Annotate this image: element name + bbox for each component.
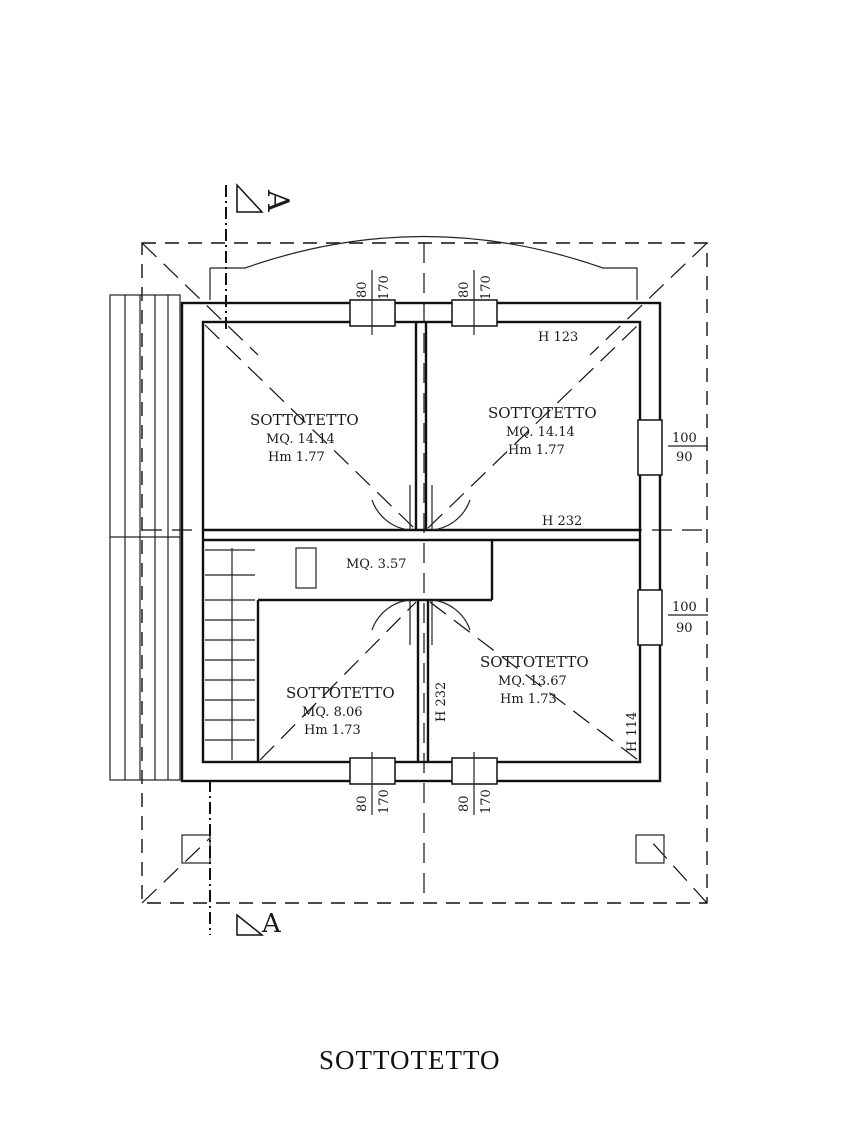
window-dim-right-upper: 100 90 — [668, 431, 708, 465]
section-marker-bottom: A — [261, 909, 282, 939]
svg-text:80: 80 — [457, 281, 472, 298]
window-dim-bottom-right: 80 170 — [457, 752, 494, 815]
room-label-top-left: SOTTOTETTO MQ. 14.14 Hm 1.77 — [250, 411, 359, 465]
svg-text:SOTTOTETTO: SOTTOTETTO — [480, 653, 589, 671]
svg-text:MQ. 14.14: MQ. 14.14 — [506, 425, 575, 440]
svg-text:90: 90 — [676, 621, 693, 636]
svg-text:80: 80 — [355, 795, 370, 812]
height-label-mid-right: H 232 — [542, 514, 582, 529]
svg-text:MQ. 13.67: MQ. 13.67 — [498, 674, 567, 689]
internal-stairs — [205, 548, 255, 760]
svg-text:Hm 1.77: Hm 1.77 — [508, 443, 565, 458]
svg-text:MQ. 14.14: MQ. 14.14 — [266, 432, 335, 447]
svg-text:Hm 1.77: Hm 1.77 — [268, 450, 325, 465]
svg-text:SOTTOTETTO: SOTTOTETTO — [250, 411, 359, 429]
door-swings — [371, 485, 471, 645]
svg-text:170: 170 — [479, 275, 494, 300]
svg-text:80: 80 — [355, 281, 370, 298]
svg-text:100: 100 — [672, 431, 697, 446]
section-marker-top: A — [260, 189, 295, 212]
outer-walls — [180, 301, 662, 783]
window-dim-top-left: 80 170 — [355, 270, 392, 335]
window-dim-right-lower: 100 90 — [668, 600, 708, 636]
window-dim-bottom-left: 80 170 — [355, 752, 392, 815]
window-openings — [349, 299, 663, 785]
svg-text:80: 80 — [457, 795, 472, 812]
svg-text:100: 100 — [672, 600, 697, 615]
window-dim-top-right: 80 170 — [457, 270, 494, 335]
height-label-top-right: H 123 — [538, 330, 578, 345]
roof-outline — [141, 242, 708, 904]
svg-text:170: 170 — [377, 275, 392, 300]
height-label-center-vertical: H 232 — [434, 682, 449, 722]
room-diagonals — [204, 324, 639, 761]
svg-text:170: 170 — [377, 789, 392, 814]
landing-area-label: MQ. 3.57 — [346, 557, 407, 572]
svg-text:MQ. 8.06: MQ. 8.06 — [302, 705, 363, 720]
section-line-a — [209, 183, 265, 936]
svg-text:SOTTOTETTO: SOTTOTETTO — [286, 684, 395, 702]
room-label-bottom-right: SOTTOTETTO MQ. 13.67 Hm 1.73 — [480, 653, 589, 707]
roof-parapet — [209, 235, 638, 300]
height-label-right-vertical: H 114 — [625, 712, 640, 752]
svg-text:170: 170 — [479, 789, 494, 814]
chimneys — [181, 834, 665, 864]
svg-text:90: 90 — [676, 450, 693, 465]
plan-title: SOTTOTETTO — [319, 1045, 501, 1075]
svg-text:Hm 1.73: Hm 1.73 — [304, 723, 361, 738]
svg-text:SOTTOTETTO: SOTTOTETTO — [488, 404, 597, 422]
room-label-bottom-left: SOTTOTETTO MQ. 8.06 Hm 1.73 — [286, 684, 395, 738]
external-stair-hatch — [109, 294, 181, 781]
interior-walls — [203, 322, 640, 762]
room-label-top-right: SOTTOTETTO MQ. 14.14 Hm 1.77 — [488, 404, 597, 458]
svg-text:Hm 1.73: Hm 1.73 — [500, 692, 557, 707]
